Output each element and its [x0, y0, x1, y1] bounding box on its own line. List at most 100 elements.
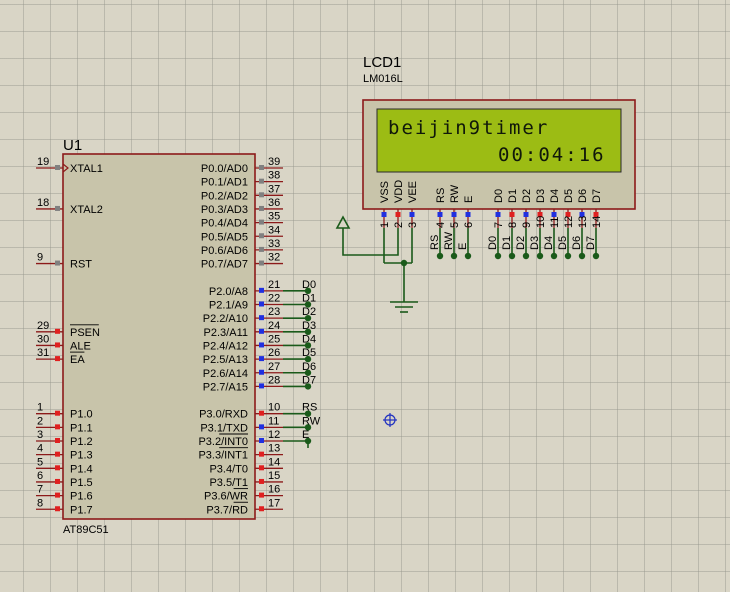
- ground-terminal-icon[interactable]: [390, 301, 418, 313]
- lcd-pin-number: 12: [563, 216, 575, 228]
- lcd-pin-label: D3: [535, 189, 547, 203]
- pin-state-indicator: [381, 212, 387, 217]
- lcd-pin-number: 8: [507, 222, 519, 228]
- u1-pin-name: P2.4/A12: [203, 340, 248, 352]
- u1-pin-number: 39: [268, 156, 280, 168]
- u1-pin-name: P1.5: [70, 477, 93, 489]
- u1-pin-3[interactable]: 3P1.2: [36, 429, 93, 448]
- power-terminal-icon[interactable]: [335, 215, 351, 229]
- pin-state-indicator: [55, 410, 60, 416]
- u1-pin-6[interactable]: 6P1.5: [36, 470, 93, 489]
- net-junction: [578, 252, 586, 260]
- u1-pin-5[interactable]: 5P1.4: [36, 456, 93, 475]
- u1-body[interactable]: [62, 153, 256, 520]
- u1-component[interactable]: U1 AT89C51 19XTAL118XTAL29RST29PSEN30ALE…: [36, 137, 321, 536]
- u1-pin-number: 22: [268, 293, 280, 305]
- pin-state-indicator: [259, 342, 264, 348]
- u1-pin-2[interactable]: 2P1.1: [36, 415, 93, 434]
- u1-pin-number: 7: [37, 484, 43, 496]
- u1-part: AT89C51: [63, 524, 109, 536]
- u1-pin-name: P0.1/AD1: [201, 177, 248, 189]
- lcd-pin-number: 2: [393, 222, 405, 228]
- pin-state-indicator: [259, 356, 264, 362]
- net-junction: [304, 342, 312, 349]
- u1-pin-number: 25: [268, 333, 280, 345]
- lcd-pin-number: 4: [435, 222, 447, 228]
- u1-pin-name: P3.0/RXD: [199, 409, 248, 421]
- u1-pin-name: P0.3/AD3: [201, 204, 248, 216]
- net-label: D6: [571, 236, 583, 250]
- u1-pin-name: P0.2/AD2: [201, 190, 248, 202]
- u1-pin-name: P2.5/A13: [203, 354, 248, 366]
- u1-pin-number: 24: [268, 320, 280, 332]
- u1-pin-8[interactable]: 8P1.7: [36, 497, 93, 516]
- net-junction: [304, 287, 312, 295]
- pin-state-indicator: [509, 212, 515, 217]
- pin-state-indicator: [259, 492, 264, 498]
- lcd-pin-label: D7: [591, 189, 603, 203]
- u1-pin-1[interactable]: 1P1.0: [36, 402, 93, 421]
- net-junction: [304, 369, 312, 376]
- u1-pin-number: 18: [37, 197, 49, 209]
- u1-pin-4[interactable]: 4P1.3: [36, 443, 93, 462]
- net-label: D3: [529, 236, 541, 250]
- net-junction: [464, 252, 472, 260]
- pin-state-indicator: [259, 260, 264, 266]
- net-label: E: [457, 243, 469, 250]
- lcd1-line1: beijin9timer: [388, 117, 549, 139]
- u1-pin-name: P1.6: [70, 491, 93, 503]
- lcd-pin-e[interactable]: E6E: [457, 196, 475, 260]
- pin-state-indicator: [437, 212, 443, 217]
- net-label: D3: [302, 320, 316, 332]
- net-junction: [494, 252, 502, 260]
- lcd1-component[interactable]: LCD1 LM016L beijin9timer 00:04:16 VSS1VD…: [362, 54, 636, 260]
- u1-pin-7[interactable]: 7P1.6: [36, 484, 93, 503]
- u1-pin-number: 13: [268, 443, 280, 455]
- u1-pin-name: P1.0: [70, 409, 93, 421]
- u1-pin-name: P0.7/AD7: [201, 259, 248, 271]
